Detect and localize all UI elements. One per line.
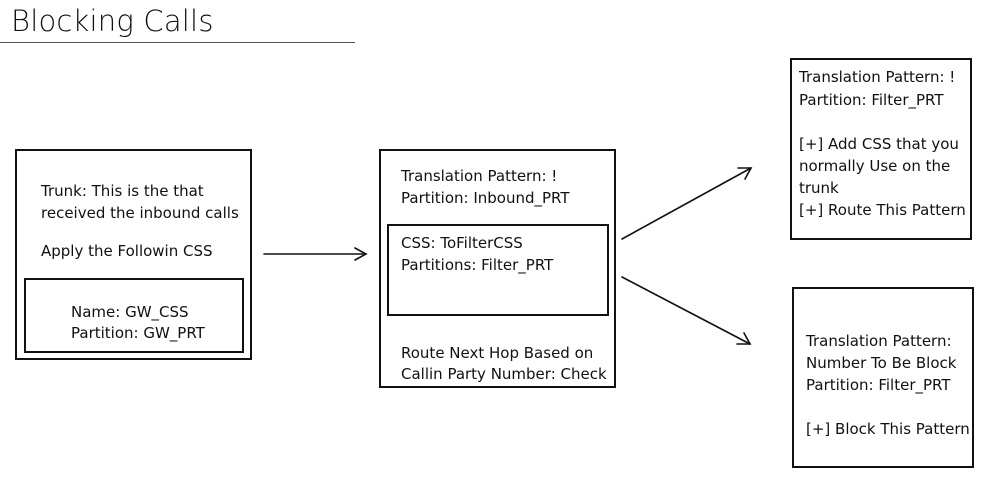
inbound-line-3: Route Next Hop Based on <box>401 344 594 362</box>
route-line-6: [+] Route This Pattern <box>799 201 966 219</box>
filter-css-partitions: Partitions: Filter_PRT <box>401 256 554 274</box>
inbound-line-2: Partition: Inbound_PRT <box>401 189 570 207</box>
arrow-inbound-to-route <box>621 167 753 240</box>
trunk-line-2: received the inbound calls <box>41 204 239 222</box>
route-line-3: [+] Add CSS that you <box>799 135 959 153</box>
trunk-line-1: Trunk: This is the that <box>41 182 204 200</box>
page-title: Blocking Calls <box>11 4 214 38</box>
title-underline <box>0 42 355 43</box>
route-pattern-box <box>790 58 972 240</box>
gw-css-name: Name: GW_CSS <box>71 303 189 321</box>
inbound-line-1: Translation Pattern: ! <box>401 167 558 185</box>
filter-css-box <box>387 224 609 316</box>
arrow-trunk-to-inbound <box>263 247 368 261</box>
route-line-2: Partition: Filter_PRT <box>799 91 944 109</box>
route-line-5: trunk <box>799 179 839 197</box>
block-line-2: Number To Be Block <box>806 354 957 372</box>
block-line-1: Translation Pattern: <box>806 332 952 350</box>
inbound-line-4: Callin Party Number: Check <box>401 365 607 383</box>
block-line-4: [+] Block This Pattern <box>806 420 970 438</box>
arrow-inbound-to-block <box>621 276 752 345</box>
block-pattern-box <box>792 287 974 468</box>
route-line-4: normally Use on the <box>799 157 951 175</box>
trunk-line-3: Apply the Followin CSS <box>41 242 213 260</box>
filter-css-name: CSS: ToFilterCSS <box>401 234 523 252</box>
gw-css-partition: Partition: GW_PRT <box>71 324 205 342</box>
gw-css-box <box>24 278 244 353</box>
route-line-1: Translation Pattern: ! <box>799 68 956 86</box>
block-line-3: Partition: Filter_PRT <box>806 376 951 394</box>
